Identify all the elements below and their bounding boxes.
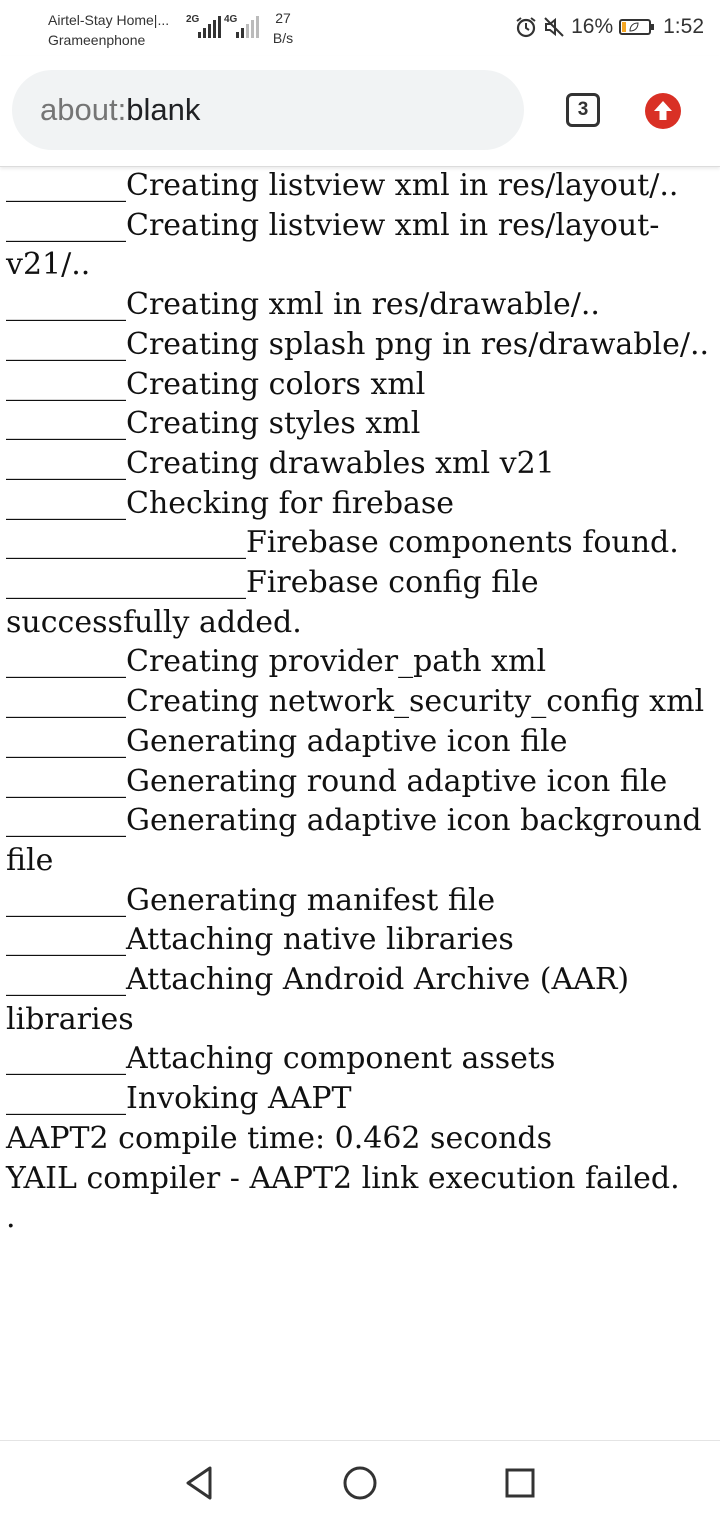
log-line: ________________Firebase config file suc…: [6, 565, 539, 640]
log-line: ________Attaching component assets: [6, 1041, 556, 1077]
page-content: ________Creating listview xml in res/lay…: [0, 166, 720, 1440]
sim2-network-type: 4G: [224, 14, 238, 25]
log-line: ________Attaching native libraries: [6, 922, 514, 958]
log-line: AAPT2 compile time: 0.462 seconds: [6, 1120, 552, 1156]
log-line: ________Checking for firebase: [6, 485, 455, 521]
update-button[interactable]: [645, 93, 681, 129]
tab-count: 3: [577, 99, 589, 120]
carrier-2: Grameenphone: [48, 32, 146, 48]
log-line: ________Creating xml in res/drawable/..: [6, 287, 600, 323]
log-line: ________________Firebase components foun…: [6, 525, 679, 561]
log-line: ________Creating network_security_config…: [6, 684, 705, 720]
battery-percent: 16%: [571, 15, 614, 38]
log-line: ________Creating drawables xml v21: [6, 445, 555, 481]
sim1-network-type: 2G: [186, 14, 200, 25]
network-speed-value: 27: [275, 10, 291, 26]
sim2-signal-icon: 4G: [224, 14, 270, 40]
log-line: ________Creating splash png in res/drawa…: [6, 326, 710, 362]
home-icon: [343, 1466, 377, 1500]
log-line: ________Creating colors xml: [6, 366, 426, 402]
log-line: ________Creating listview xml in res/lay…: [6, 207, 660, 283]
home-button[interactable]: [340, 1463, 380, 1503]
system-nav-bar: [0, 1440, 720, 1520]
back-icon: [186, 1466, 212, 1500]
log-line: ________Creating listview xml in res/lay…: [6, 168, 679, 203]
url-text: blank: [126, 92, 201, 127]
network-speed-unit: B/s: [272, 30, 294, 46]
browser-toolbar: about:blank 3: [0, 56, 720, 167]
log-line: ________Creating styles xml: [6, 406, 421, 442]
url-bar[interactable]: about:blank: [12, 70, 524, 150]
mute-icon: [543, 16, 565, 38]
log-line: .: [6, 1200, 16, 1236]
log-line: ________Creating provider_path xml: [6, 644, 547, 680]
back-button[interactable]: [180, 1463, 220, 1503]
battery-saver-icon: [619, 19, 655, 35]
log-line: ________Invoking AAPT: [6, 1081, 352, 1117]
log-line: ________Generating adaptive icon file: [6, 723, 568, 759]
alarm-icon: [515, 16, 537, 38]
url-scheme: about:: [40, 92, 127, 127]
log-line: ________Attaching Android Archive (AAR) …: [6, 962, 630, 1037]
log-line: ________Generating adaptive icon backgro…: [6, 803, 702, 878]
battery-level: [622, 22, 627, 32]
recents-button[interactable]: [500, 1463, 540, 1503]
log-line: ________Generating manifest file: [6, 882, 496, 918]
arrow-up-icon: [654, 101, 672, 120]
carrier-names: Airtel-Stay Home|... Grameenphone: [48, 10, 169, 50]
tab-switcher-button[interactable]: 3: [566, 93, 600, 127]
clock: 1:52: [663, 15, 704, 38]
carrier-1: Airtel-Stay Home|...: [48, 12, 170, 28]
log-line: YAIL compiler - AAPT2 link execution fai…: [6, 1160, 680, 1196]
sim1-signal-icon: 2G: [186, 14, 232, 40]
log-line: ________Generating round adaptive icon f…: [6, 763, 668, 799]
status-icons: 16% 1:52: [515, 12, 704, 42]
recents-icon: [505, 1468, 535, 1498]
network-speed: 27 B/s: [268, 8, 298, 48]
status-bar: Airtel-Stay Home|... Grameenphone 2G 4G …: [0, 0, 720, 56]
